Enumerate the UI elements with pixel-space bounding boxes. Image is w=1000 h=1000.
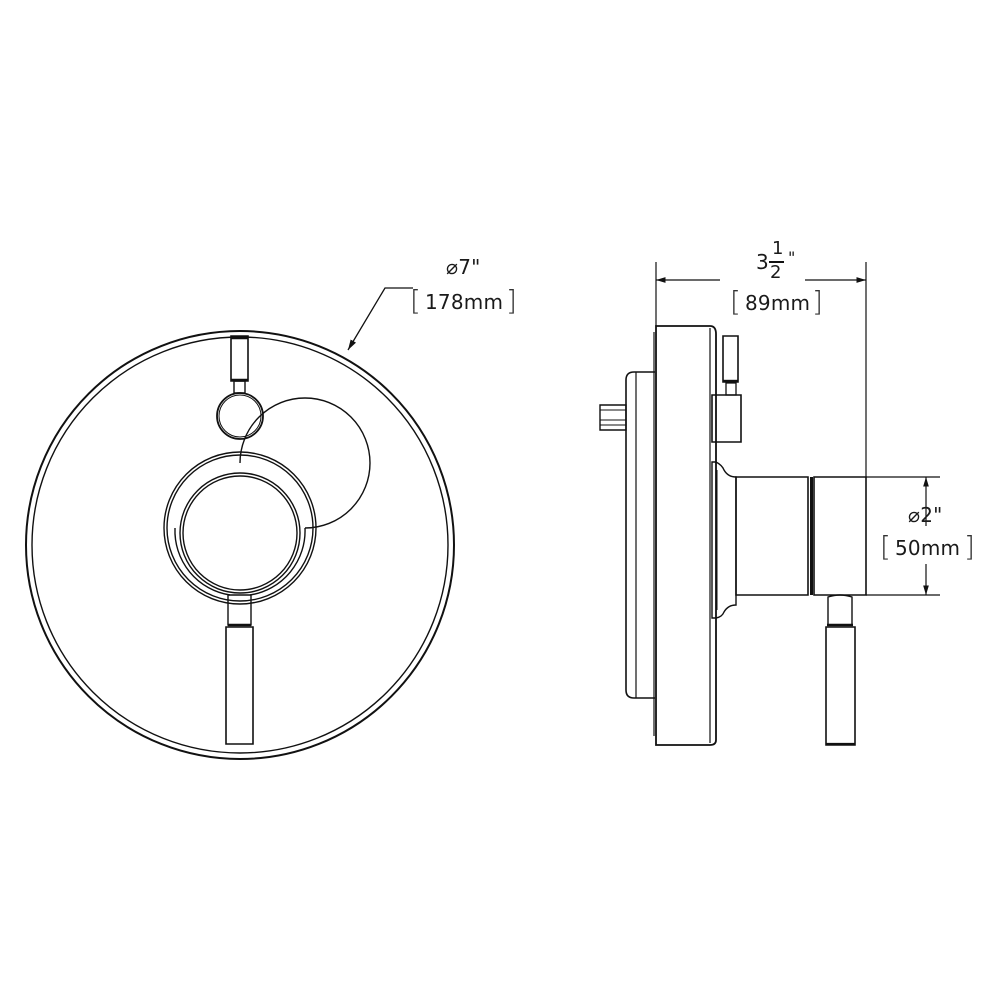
bracket-right: ] <box>506 284 517 317</box>
fraction-bar <box>769 261 784 263</box>
plate-diameter-metric: 178mm <box>425 290 504 314</box>
diameter-symbol-icon: ⌀ <box>446 255 459 279</box>
plate-diameter-leader <box>347 287 413 351</box>
hub-flange <box>712 462 736 618</box>
plate-side <box>656 326 716 745</box>
depth-denominator: 2 <box>770 262 782 283</box>
diameter-symbol-icon: ⌀ <box>908 503 921 527</box>
handle-diameter-imperial: ⌀2" <box>908 503 943 527</box>
plate-diameter-imperial: ⌀7" <box>446 255 481 279</box>
handle-diameter-metric: 50mm <box>895 536 961 560</box>
bracket-right: ] <box>812 285 823 318</box>
front-view <box>26 287 454 759</box>
main-handle-hub <box>164 398 370 604</box>
bracket-right: ] <box>964 530 975 563</box>
depth-metric: 89mm <box>745 291 811 315</box>
plate-outer-ring <box>26 331 454 759</box>
plate-inner-ring <box>32 337 448 753</box>
bracket-left: [ <box>880 530 891 563</box>
valve-stem <box>600 405 626 430</box>
diverter-lever-side <box>712 336 741 442</box>
handle-cap <box>814 477 866 595</box>
side-view <box>600 262 940 745</box>
diverter-lever <box>217 336 263 439</box>
bracket-left: [ <box>730 285 741 318</box>
main-lever-side <box>826 595 855 745</box>
rough-in-body <box>626 372 655 698</box>
bracket-left: [ <box>410 284 421 317</box>
depth-numerator: 1 <box>772 238 784 259</box>
depth-unit: " <box>788 248 796 267</box>
depth-whole: 3 <box>756 250 769 274</box>
main-handle-lever <box>226 595 253 744</box>
handle-body <box>736 477 808 595</box>
